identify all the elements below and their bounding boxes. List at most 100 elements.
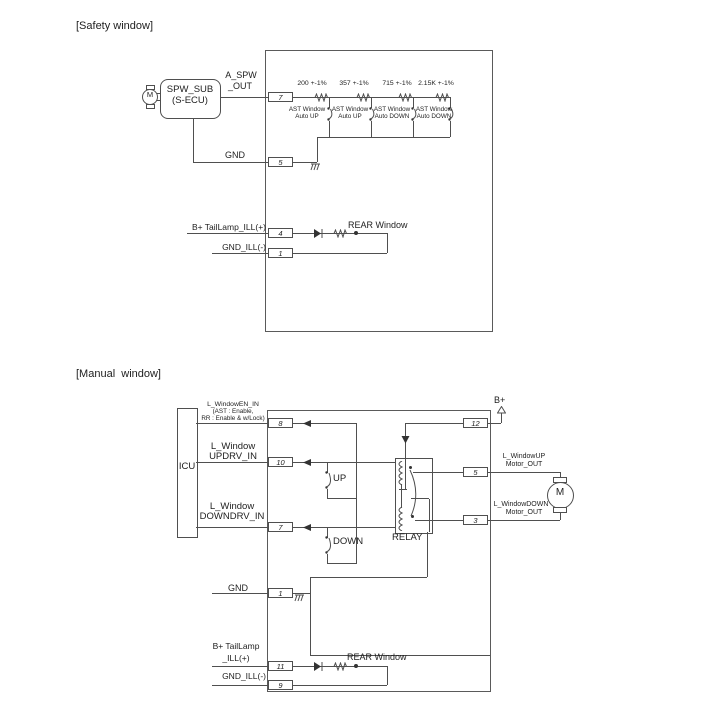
- downdrv-label-1: L_Window: [209, 501, 255, 512]
- downdrv-label-2: DOWNDRV_IN: [199, 511, 265, 522]
- pin-10-manual: 10: [268, 457, 293, 467]
- resistor-icon: [313, 93, 329, 102]
- motor-letter-manual: M: [555, 487, 565, 498]
- switch-icon: [327, 107, 333, 121]
- wire: [450, 97, 451, 108]
- icu-label: ICU: [178, 461, 196, 472]
- relay-label: RELAY: [392, 532, 423, 543]
- wire: [356, 423, 357, 564]
- motor-up-label-2: Motor_OUT: [505, 461, 543, 468]
- arrow-left-icon: [303, 420, 311, 427]
- pin-9-manual: 9: [268, 680, 293, 690]
- wire: [292, 423, 356, 424]
- wire-en: [196, 423, 268, 424]
- window-motor-icon: [547, 482, 574, 509]
- switch-label: AST Window: [331, 106, 369, 113]
- wire-updrv: [196, 462, 268, 463]
- ecu-name: SPW_SUB: [166, 84, 214, 95]
- relay-coil-icon: [398, 507, 404, 531]
- resistor-value: 200 +-1%: [297, 80, 327, 87]
- wire: [292, 685, 387, 686]
- manual-section-title: [Manual window]: [76, 368, 161, 380]
- safety-switch-unit-box: [265, 50, 493, 332]
- lamp-icon: [354, 664, 358, 668]
- pin-11-manual: 11: [268, 661, 293, 671]
- pin-1-manual: 1: [268, 588, 293, 598]
- wire: [427, 532, 428, 577]
- wire: [292, 527, 395, 528]
- en-label-3: RR : Enable & w/Lock): [201, 415, 265, 422]
- lamp-icon: [354, 231, 358, 235]
- wire: [399, 489, 407, 490]
- gnd-label-manual: GND: [228, 583, 248, 593]
- wire: [327, 489, 328, 499]
- pin-12-manual: 12: [463, 418, 488, 428]
- wire: [310, 655, 490, 656]
- wire: [156, 93, 161, 94]
- up-switch-icon: [325, 471, 332, 489]
- resistor-value: 2.15K +-1%: [418, 80, 454, 87]
- wire-relay-feed: [405, 423, 406, 490]
- pin-5-safety: 5: [268, 157, 293, 167]
- wire-gnd: [193, 162, 268, 163]
- wire: [327, 554, 328, 564]
- switch-icon: [369, 107, 375, 121]
- resistor-icon: [434, 93, 450, 102]
- switch-label: Auto DOWN: [416, 113, 452, 120]
- switch-label: Auto UP: [338, 113, 362, 120]
- wire-a-spw-out: [219, 97, 268, 98]
- relay-contact-arc-icon: [409, 469, 417, 517]
- wire: [310, 577, 427, 578]
- wire: [560, 512, 561, 520]
- pin-4-safety: 4: [268, 228, 293, 238]
- down-label: DOWN: [333, 536, 364, 547]
- ill-neg-label-manual: GND_ILL(-): [222, 671, 266, 681]
- spw-sub-ecu-box: [160, 79, 221, 119]
- rear-window-label-manual: REAR Window: [347, 652, 407, 662]
- rear-window-label-safety: REAR Window: [348, 220, 408, 230]
- pin-5-manual: 5: [463, 467, 488, 477]
- ill-neg-label-safety: GND_ILL(-): [222, 242, 266, 252]
- wire: [327, 498, 357, 499]
- wire-ill-neg-manual: [212, 685, 268, 686]
- resistor-icon: [355, 93, 371, 102]
- wire: [405, 423, 463, 424]
- wire: [501, 413, 502, 423]
- up-label: UP: [333, 473, 347, 484]
- resistor-value: 357 +-1%: [339, 80, 369, 87]
- wire: [486, 520, 560, 521]
- relay-contact-dot: [411, 515, 414, 518]
- wire: [327, 563, 357, 564]
- ground-icon: [294, 594, 304, 602]
- resistor-icon: [397, 93, 413, 102]
- wire: [387, 233, 388, 253]
- safety-section-title: [Safety window]: [76, 20, 154, 32]
- resistor-value: 715 +-1%: [382, 80, 412, 87]
- relay-coil-icon: [398, 461, 404, 485]
- motor-up-label-1: L_WindowUP: [502, 453, 546, 460]
- wire: [329, 97, 330, 108]
- wire: [327, 462, 328, 473]
- switch-icon: [411, 107, 417, 121]
- diode-icon: [314, 229, 323, 238]
- switch-label: Auto UP: [295, 113, 319, 120]
- wire: [486, 423, 501, 424]
- switch-label: AST Window: [373, 106, 411, 113]
- down-switch-icon: [325, 536, 332, 554]
- wire-motor-up-out: [413, 472, 487, 473]
- bplus-label: B+: [494, 395, 506, 405]
- manual-switch-unit-box: [267, 410, 491, 692]
- ecu-sub-name: (S-ECU): [172, 95, 208, 106]
- a-spw-out-label-2: _OUT: [227, 81, 253, 91]
- motor-down-label-2: Motor_OUT: [505, 509, 543, 516]
- wire-ill-neg: [212, 253, 268, 254]
- switch-label: AST Window: [288, 106, 326, 113]
- motor-brush-icon: [553, 507, 567, 513]
- wire: [292, 593, 311, 594]
- wire: [413, 97, 414, 108]
- wire: [327, 527, 328, 538]
- wire-ladder-bottom-rail: [317, 137, 450, 138]
- wire-ill-pos-manual: [212, 666, 268, 667]
- ill-pos-label-manual-1: B+ TailLamp: [212, 641, 260, 651]
